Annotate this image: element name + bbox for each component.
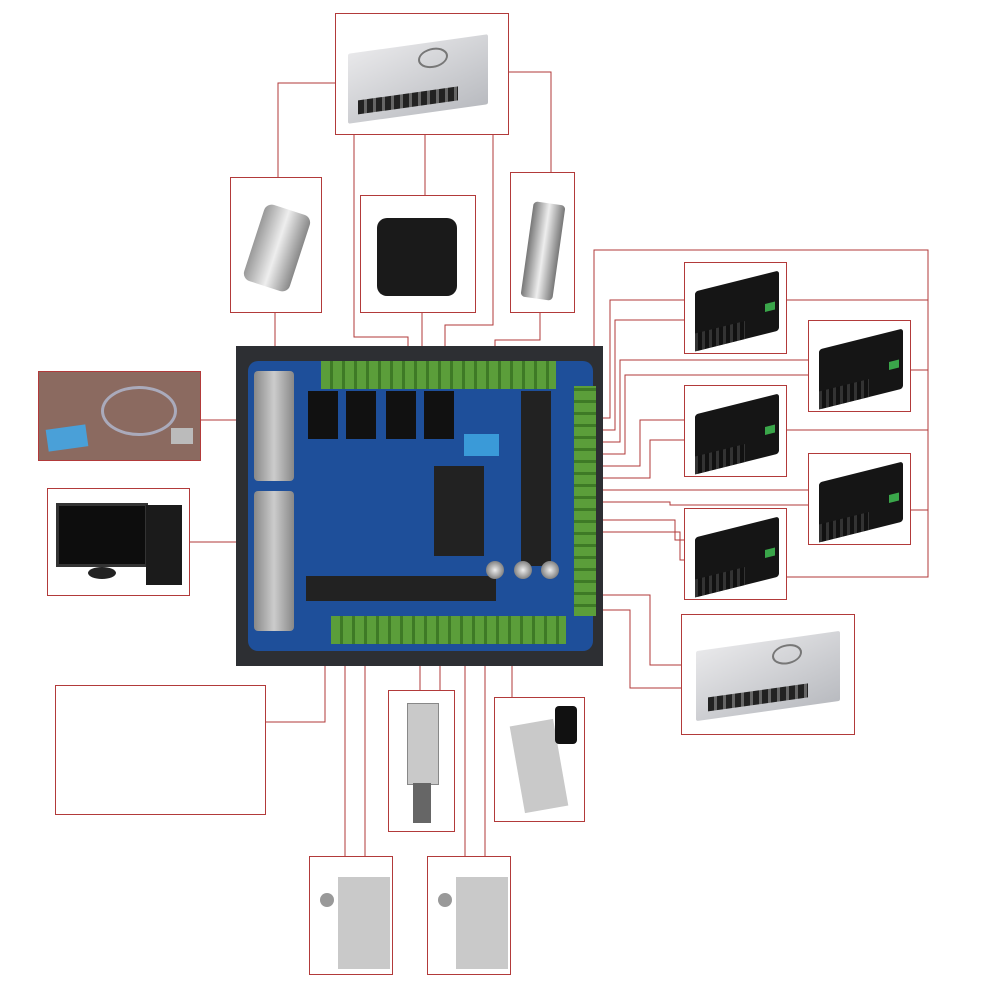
water-pump-icon	[377, 218, 457, 296]
stepper-driver-icon	[695, 393, 779, 475]
wire	[594, 299, 684, 419]
wire	[594, 359, 808, 443]
wire	[594, 319, 684, 431]
wire	[594, 501, 808, 506]
desktop-computer	[47, 488, 190, 596]
water-pump	[360, 195, 476, 313]
usb-cable	[38, 371, 201, 461]
stepper-driver-icon	[819, 328, 903, 410]
roller-switch-icon	[456, 877, 508, 969]
cable-icon	[101, 386, 177, 436]
stepper-driver-2	[808, 320, 911, 412]
wire	[277, 82, 336, 180]
wire	[594, 594, 681, 666]
wire	[594, 374, 808, 455]
stepper-driver-icon	[695, 270, 779, 352]
power-supply-top	[335, 13, 509, 135]
spindle-icon	[520, 201, 566, 301]
micro-switch	[494, 697, 585, 822]
roller-switch-icon	[338, 877, 390, 969]
wire	[594, 519, 684, 541]
power-supply-icon	[348, 34, 488, 124]
wire	[594, 609, 681, 689]
dc-motor	[230, 177, 322, 313]
pc-tower-icon	[146, 505, 182, 585]
roller-switch-2	[427, 856, 511, 975]
power-supply-icon	[696, 630, 840, 722]
wire	[509, 71, 552, 178]
stepper-driver-icon	[819, 461, 903, 543]
monitor-icon	[56, 503, 148, 567]
empty-box	[55, 685, 266, 815]
limit-switch-icon	[407, 703, 439, 785]
limit-switch	[388, 690, 455, 832]
wire	[593, 249, 929, 578]
breakout-board	[236, 346, 603, 666]
wire	[444, 135, 494, 360]
dc-motor-icon	[241, 202, 313, 294]
power-supply-right	[681, 614, 855, 735]
stepper-driver-3	[684, 385, 787, 477]
stepper-driver-5	[684, 508, 787, 600]
wire	[594, 531, 684, 561]
stepper-driver-1	[684, 262, 787, 354]
stepper-driver-icon	[695, 516, 779, 598]
wire	[594, 419, 684, 467]
wire	[594, 439, 684, 479]
spindle	[510, 172, 575, 313]
roller-switch-1	[309, 856, 393, 975]
stepper-driver-4	[808, 453, 911, 545]
